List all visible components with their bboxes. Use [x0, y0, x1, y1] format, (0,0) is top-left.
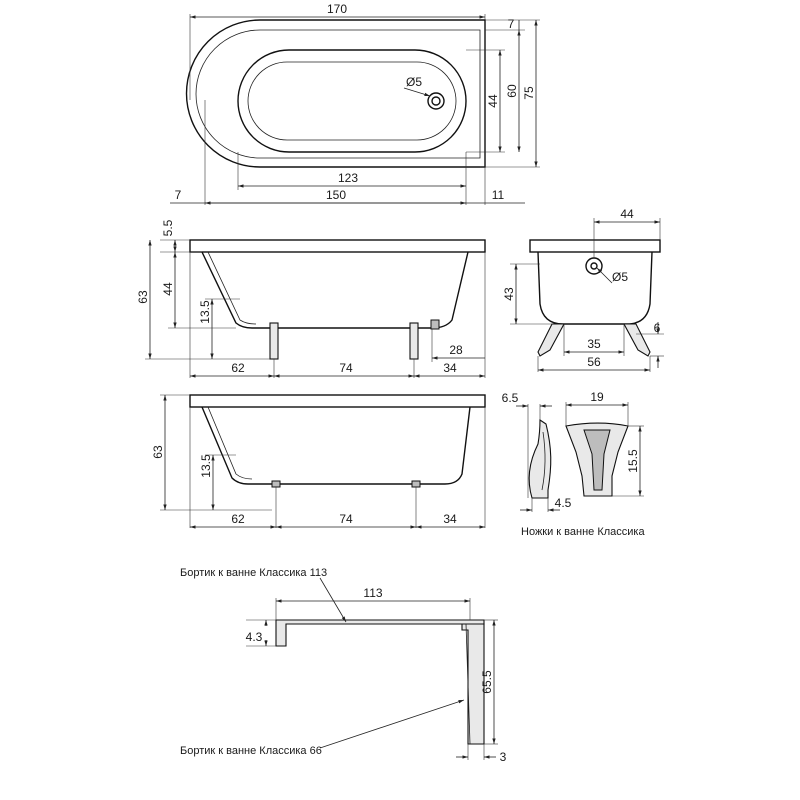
end-view: 44 Ø5 43 6 35 56: [502, 207, 664, 372]
end-view-rim: [529, 239, 661, 253]
dim-side-depth: 44: [161, 282, 175, 296]
dim-end-drain: Ø5: [612, 270, 628, 284]
dim-leg-height: 15.5: [626, 449, 640, 473]
dim-top-bowl-length: 123: [338, 171, 358, 185]
dim-top-overall-depth: 75: [522, 86, 536, 100]
dim-top-drain: Ø5: [406, 75, 422, 89]
top-view: 170 7 44 60 75 Ø5 123 7 150 11: [170, 2, 540, 205]
drain-outer-icon: [427, 92, 445, 110]
panels-detail: Бортик к ванне Классика 113 Бортик к ван…: [180, 567, 507, 764]
dim-side-height: 63: [136, 290, 150, 304]
end-view-tub-body: [537, 251, 653, 325]
dim-end-width: 44: [620, 207, 634, 221]
dim-panel-span-left: 62: [231, 512, 245, 526]
end-view-leg-left: [537, 323, 565, 357]
panel-view: 63 13.5 62 74 34: [151, 394, 486, 529]
caption-legs: Ножки к ванне Классика: [521, 526, 645, 538]
dim-top-left-offset: 7: [175, 188, 182, 202]
side-view-leg-right: [409, 322, 419, 360]
panel-113-shape: [275, 619, 485, 647]
side-view-rim: [189, 239, 486, 253]
side-view-leg-left: [269, 322, 279, 360]
caption-panel-66: Бортик к ванне Классика 66: [180, 745, 322, 757]
top-view-bowl-inner: [247, 61, 457, 141]
dim-top-inner-length: 150: [326, 188, 346, 202]
dim-leg-foot: 4.5: [555, 496, 572, 510]
legs-detail: 6.5 19 15.5 4.5 Ножки к ванне Классика: [502, 390, 646, 538]
dim-panel-thickness: 4.3: [246, 630, 263, 644]
dim-panel-span-right: 34: [443, 512, 457, 526]
dim-panel-length: 113: [363, 586, 382, 600]
dim-end-depth: 43: [502, 287, 516, 301]
end-view-drain-inner-icon: [590, 262, 598, 270]
end-view-leg-right: [623, 323, 651, 357]
dim-end-leg-height: 6: [654, 321, 661, 335]
dim-top-rim: 7: [508, 17, 515, 31]
dim-top-depth-60: 60: [505, 84, 519, 98]
dim-side-span-left: 62: [231, 361, 245, 375]
dim-panel-height: 63: [151, 445, 165, 459]
dim-end-leg-span: 35: [587, 337, 601, 351]
side-view-tub-body: [201, 251, 469, 329]
leg-side-profile: [528, 418, 552, 499]
dim-side-rim: 5.5: [161, 219, 175, 236]
dim-panel-height-655: 65.5: [480, 670, 494, 694]
caption-panel-113: Бортик к ванне Классика 113: [180, 567, 327, 579]
dim-top-overall-length: 170: [327, 2, 347, 16]
dim-panel-depth: 3: [500, 750, 507, 764]
side-view: 5.5 63 44 13.5 62 74 34 28: [136, 219, 486, 378]
dim-top-inner-depth: 44: [486, 94, 500, 108]
top-view-bowl: [237, 49, 467, 153]
dim-leg-front-width: 19: [590, 390, 604, 404]
dim-side-leg-height: 13.5: [198, 300, 212, 324]
dim-side-foot-offset: 28: [449, 343, 463, 357]
dim-panel-span-mid: 74: [339, 512, 353, 526]
top-view-rim: [195, 29, 481, 159]
dim-side-span-mid: 74: [339, 361, 353, 375]
dim-leg-side-width: 6.5: [502, 391, 519, 405]
end-view-drain-outer-icon: [585, 257, 603, 275]
dim-panel-leg-height: 13.5: [199, 454, 213, 478]
top-view-outline: [185, 19, 486, 168]
drain-inner-icon: [431, 96, 441, 106]
dim-side-span-right: 34: [443, 361, 457, 375]
dim-end-base-width: 56: [587, 355, 601, 369]
panel-view-tub-body: [201, 406, 471, 485]
dim-top-right-offset: 11: [492, 188, 505, 202]
panel-view-rim: [189, 394, 486, 408]
